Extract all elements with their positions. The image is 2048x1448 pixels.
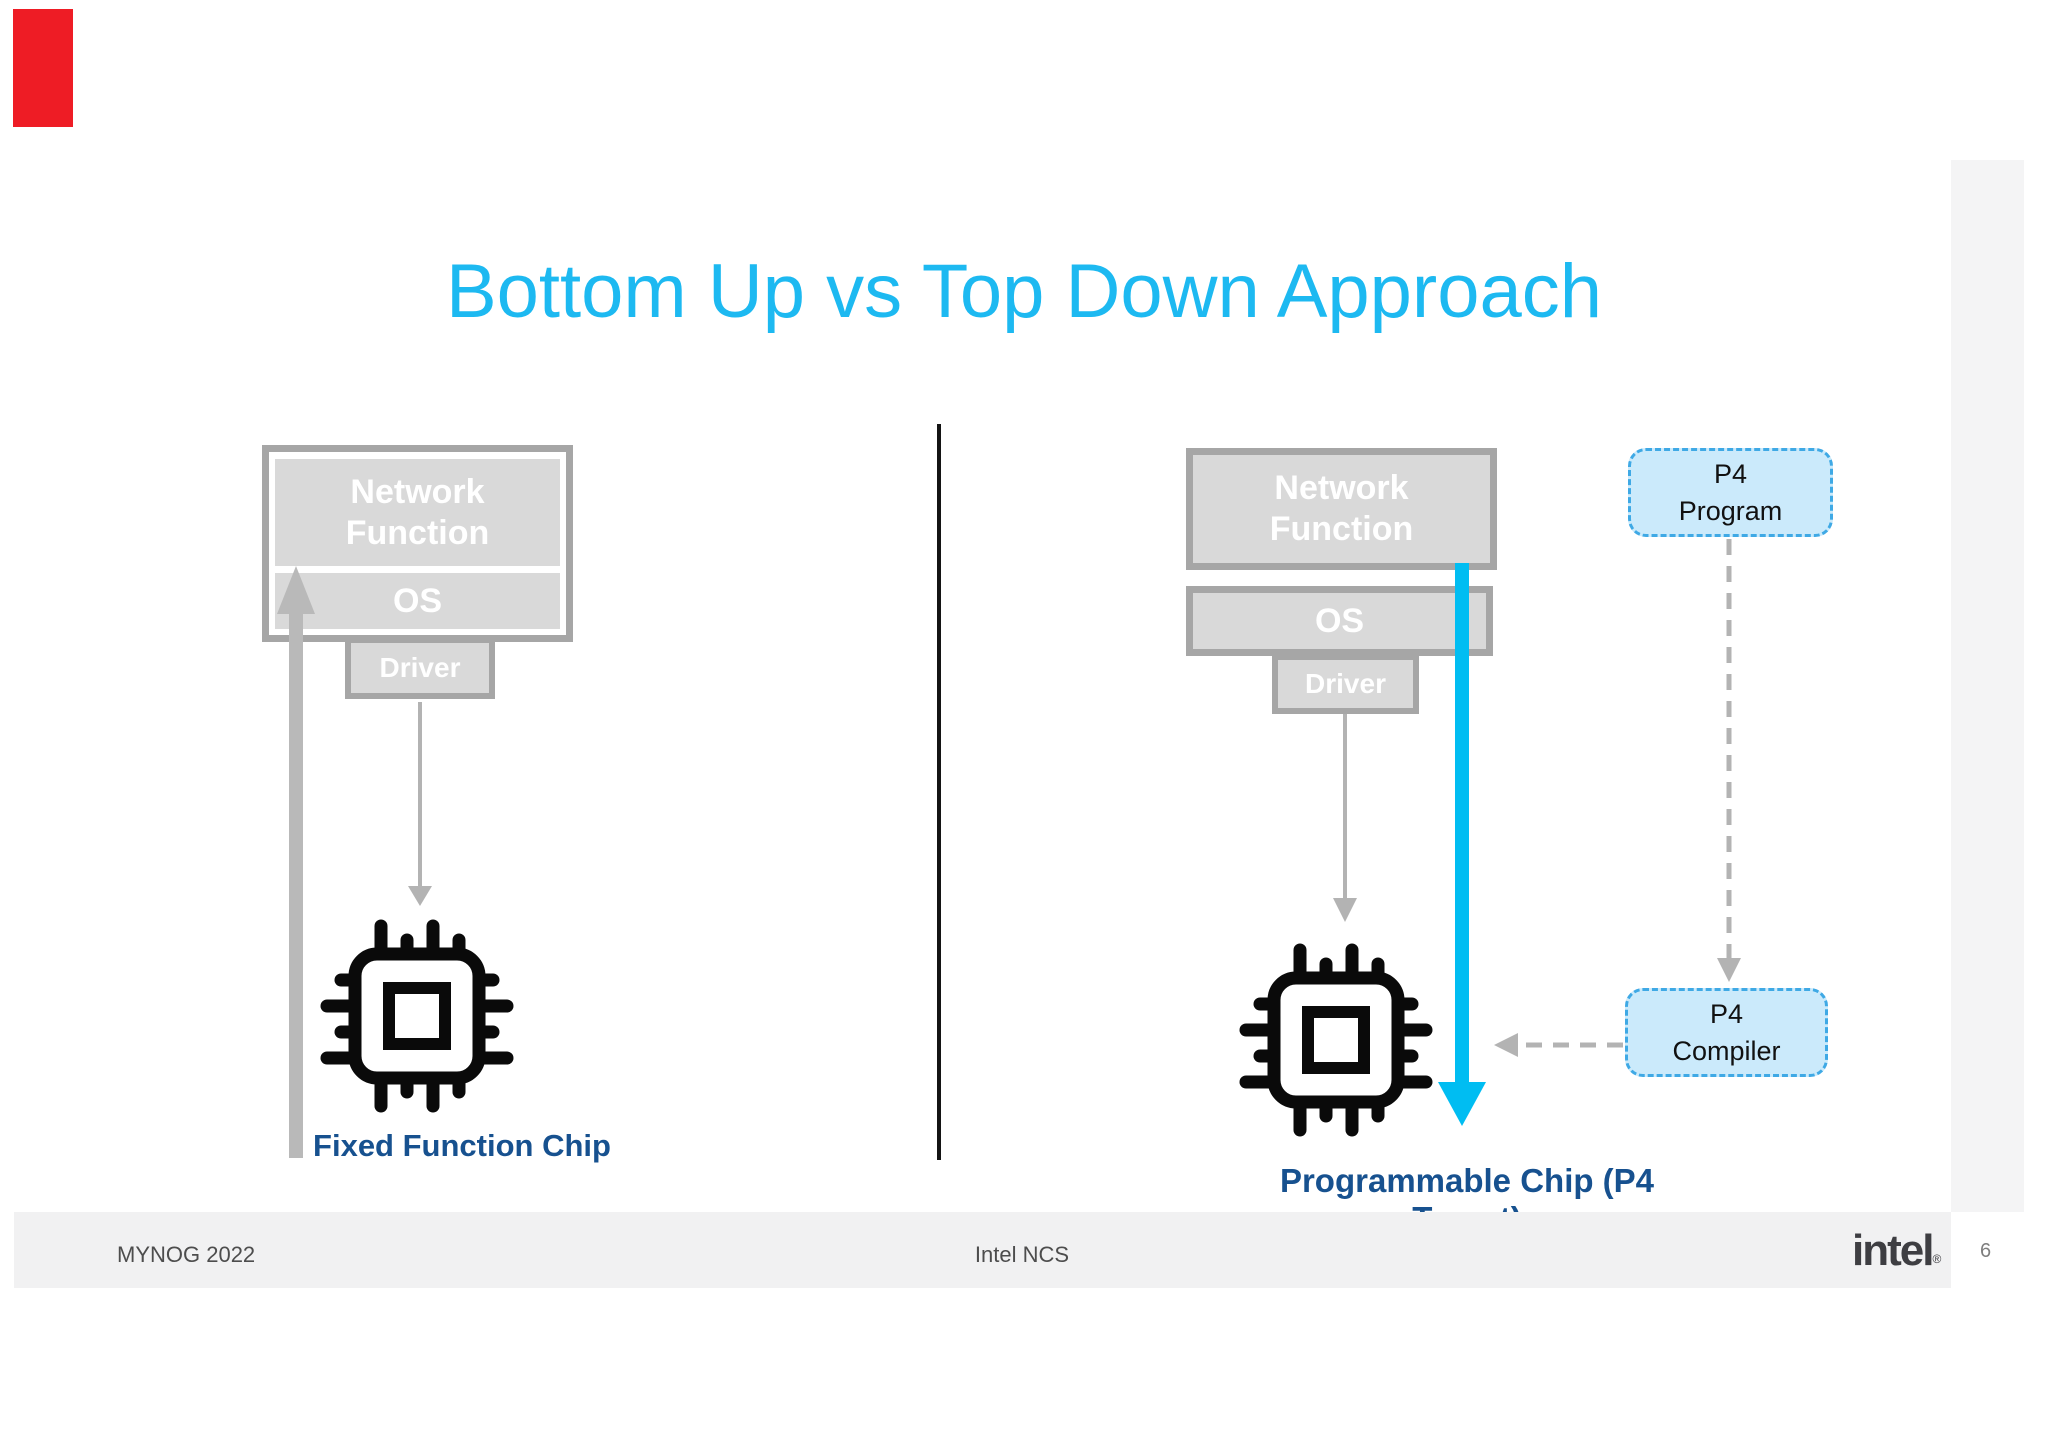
footer-event-label: MYNOG 2022 bbox=[117, 1242, 256, 1267]
right-driver-box: Driver bbox=[1272, 654, 1419, 714]
bottom-up-arrow bbox=[277, 566, 315, 1158]
program-to-compiler-dashed-arrow bbox=[1717, 539, 1741, 982]
left-driver-to-chip-arrow bbox=[408, 702, 432, 906]
right-os-box: OS bbox=[1186, 586, 1493, 656]
p4-program-box: P4 Program bbox=[1628, 448, 1833, 537]
right-network-function-box: Network Function bbox=[1186, 448, 1497, 570]
right-driver-to-chip-arrow bbox=[1333, 714, 1357, 922]
center-divider bbox=[937, 424, 941, 1160]
compiler-to-chip-dashed-arrow bbox=[1494, 1033, 1623, 1057]
left-stack-container: Network Function OS bbox=[262, 445, 573, 642]
footer-center-label: Intel NCS bbox=[974, 1242, 1070, 1267]
registered-mark-icon: ® bbox=[1932, 1252, 1942, 1266]
slide-title: Bottom Up vs Top Down Approach bbox=[445, 249, 1603, 334]
left-driver-box: Driver bbox=[345, 637, 495, 699]
intel-logo: intel® bbox=[1852, 1226, 1942, 1275]
left-chip-label: Fixed Function Chip bbox=[313, 1128, 611, 1163]
cpu-chip-icon bbox=[320, 919, 514, 1113]
footer-bar bbox=[14, 1212, 1951, 1288]
left-os-box: OS bbox=[275, 573, 560, 629]
left-network-function-box: Network Function bbox=[275, 459, 560, 566]
right-side-strip bbox=[1951, 160, 2024, 1212]
page-number: 6 bbox=[1980, 1240, 1992, 1262]
p4-compiler-box: P4 Compiler bbox=[1625, 988, 1828, 1077]
cpu-chip-icon bbox=[1239, 943, 1433, 1137]
red-marker bbox=[13, 9, 73, 127]
